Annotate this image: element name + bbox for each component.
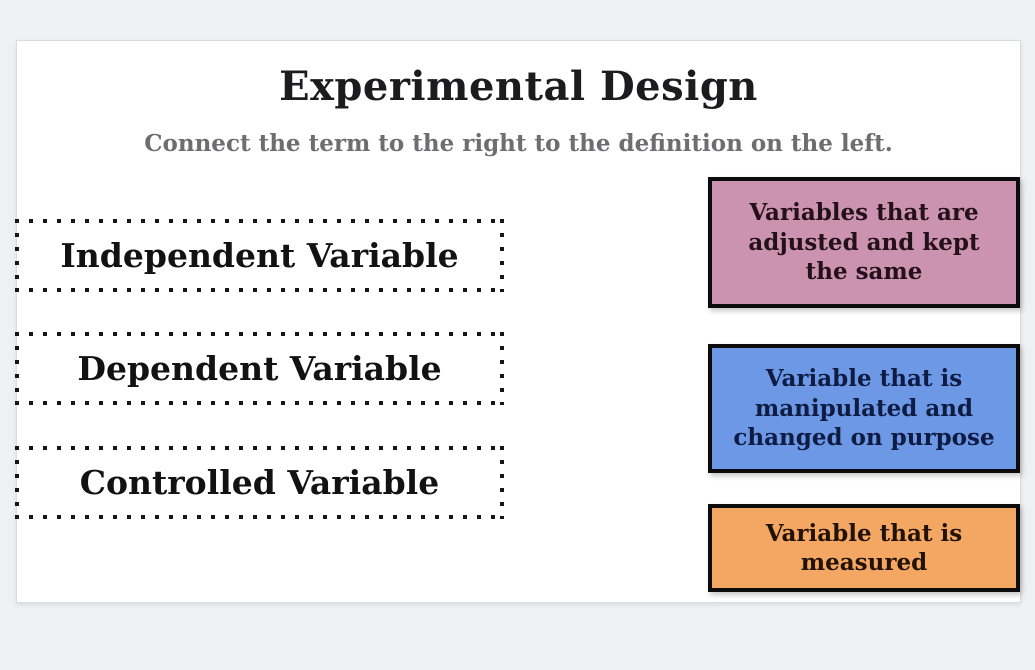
term-card-independent-variable[interactable]: Independent Variable [15, 219, 504, 292]
definition-card-measured[interactable]: Variable that is measured [708, 504, 1020, 592]
term-card-controlled-variable[interactable]: Controlled Variable [15, 446, 504, 519]
definition-card-manipulated-changed[interactable]: Variable that is manipulated and changed… [708, 344, 1020, 473]
page-title: Experimental Design [279, 63, 758, 110]
term-label: Controlled Variable [79, 463, 440, 502]
definition-text: Variable that is manipulated and changed… [733, 365, 995, 452]
definition-text: Variable that is measured [765, 519, 963, 576]
definition-text: Variables that are adjusted and kept the… [748, 199, 980, 286]
term-card-dependent-variable[interactable]: Dependent Variable [15, 332, 504, 405]
definition-card-adjusted-kept-same[interactable]: Variables that are adjusted and kept the… [708, 177, 1020, 308]
instructions-text: Connect the term to the right to the def… [144, 130, 893, 157]
worksheet-card: Experimental Design Connect the term to … [15, 40, 1021, 603]
term-label: Dependent Variable [77, 349, 442, 388]
term-label: Independent Variable [60, 236, 459, 275]
